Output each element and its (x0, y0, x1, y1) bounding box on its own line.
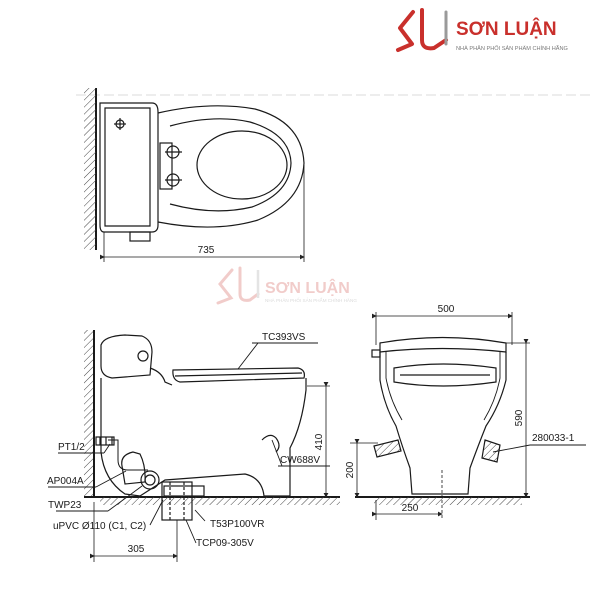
side-seat-lid (172, 367, 305, 383)
top-bowl-outline (157, 105, 305, 228)
label-bolt: 280033-1 (532, 433, 575, 444)
top-valve (129, 231, 151, 242)
front-width-dim: 500 (438, 304, 455, 315)
label-seat: TC393VS (262, 332, 306, 343)
front-base-dim: 250 (402, 503, 419, 514)
label-upvc: uPVC Ø110 (C1, C2) (53, 521, 146, 532)
side-wall-hatch (84, 330, 94, 498)
top-length-dim: 735 (198, 245, 215, 256)
top-view (76, 88, 594, 262)
side-hinge-link (149, 367, 173, 386)
watermark-logo-icon (216, 266, 260, 305)
logo-mark-icon (396, 8, 448, 52)
side-trap (261, 434, 280, 453)
label-ap: AP004A (47, 476, 84, 487)
top-tank (99, 102, 159, 233)
leader-bolt (492, 444, 531, 453)
label-pt: PT1/2 (58, 442, 85, 453)
watermark-tagline: NHÀ PHÂN PHỐI SẢN PHẨM CHÍNH HÃNG (265, 297, 357, 303)
side-seat-line (174, 372, 303, 377)
side-roughin-dim: 305 (128, 544, 145, 555)
top-wall-hatch (84, 88, 96, 250)
front-view (350, 312, 586, 520)
watermark: SƠN LUẬN NHÀ PHÂN PHỐI SẢN PHẨM CHÍNH HÃ… (216, 266, 357, 305)
front-bolt-right (481, 439, 501, 463)
brand-name: SƠN LUẬN (456, 18, 557, 40)
label-tcp: TCP09-305V (196, 538, 254, 549)
front-outlet-dim: 200 (345, 461, 356, 478)
watermark-name: SƠN LUẬN (265, 278, 350, 297)
side-flush-knob (137, 350, 149, 362)
top-tank-inner (104, 107, 151, 227)
side-outlet (140, 470, 160, 490)
label-twp: TWP23 (48, 500, 82, 511)
leader-seat (237, 342, 259, 370)
side-view (48, 330, 340, 562)
top-hinges (159, 142, 182, 190)
brand-tagline: NHÀ PHÂN PHỐI SẢN PHẨM CHÍNH HÃNG (456, 45, 568, 52)
side-floor-hatch (100, 497, 340, 505)
front-bowl-body (379, 352, 507, 495)
front-handle (371, 349, 381, 358)
side-flange-plate (163, 485, 205, 497)
leader-t53 (194, 509, 206, 522)
leader-bowl (271, 439, 283, 467)
flush-button-icon (114, 118, 126, 130)
side-inlet-pipe (108, 439, 148, 471)
leader-upvc (149, 499, 164, 526)
side-supply-valve (95, 436, 115, 446)
front-seat (393, 363, 497, 387)
label-t53: T53P100VR (210, 519, 264, 530)
front-height-dim: 590 (514, 409, 525, 426)
top-seat (169, 118, 292, 212)
label-bowl: CW688V (280, 455, 320, 466)
side-tank (100, 334, 153, 379)
front-floor-hatch (374, 497, 522, 505)
front-bolt-left (373, 439, 402, 458)
side-height-dim: 410 (314, 433, 325, 450)
front-lid (379, 336, 507, 353)
top-bowl-opening (196, 130, 288, 200)
brand-logo: SƠN LUẬN NHÀ PHÂN PHỐI SẢN PHẨM CHÍNH HÃ… (396, 8, 568, 52)
side-bowl-body (100, 378, 307, 497)
leader-tcp (185, 519, 197, 544)
